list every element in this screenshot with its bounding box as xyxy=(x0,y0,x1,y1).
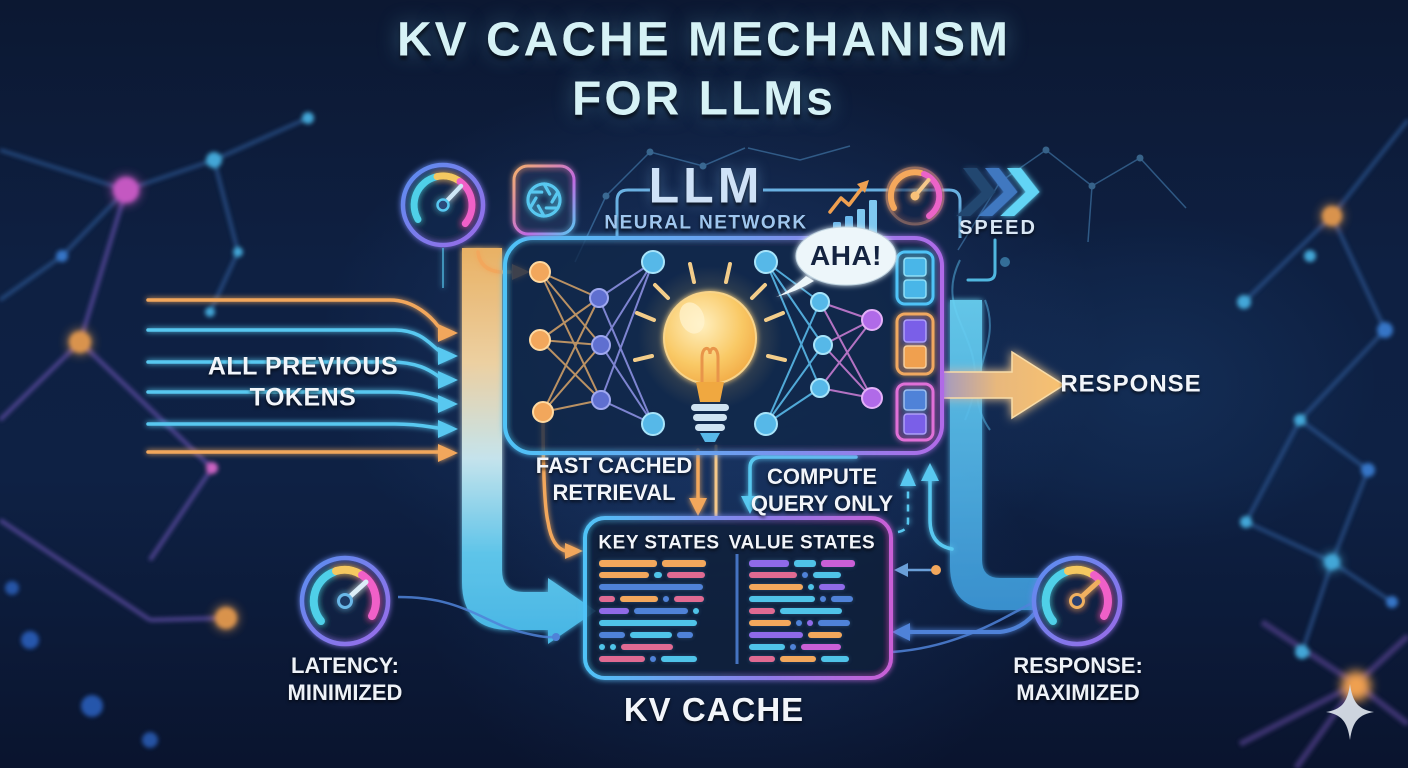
fast-cached-retrieval-label: FAST CACHED RETRIEVAL xyxy=(535,453,693,505)
kv-bar-row xyxy=(599,560,727,567)
kv-bar-row xyxy=(749,595,875,603)
kv-bar-row xyxy=(599,571,727,579)
openai-logo-icon xyxy=(512,164,576,236)
kv-bar-row xyxy=(599,655,727,662)
page-title: KV CACHE MECHANISM FOR LLMs xyxy=(396,13,1011,125)
kv-bar-row xyxy=(749,631,875,639)
llm-title: LLM xyxy=(648,157,764,214)
kv-bar-row xyxy=(599,595,727,603)
response-arrow xyxy=(941,350,1066,420)
kv-bar-row xyxy=(749,619,875,627)
llm-label-connectors xyxy=(615,188,962,238)
lightbulb-icon xyxy=(633,262,787,442)
kv-bar-row xyxy=(749,571,875,579)
response-metric-label: RESPONSE: MAXIMIZED xyxy=(1013,653,1143,705)
kv-bar-row xyxy=(599,607,727,615)
gauge-top-left-icon xyxy=(400,162,486,288)
latency-metric-label: LATENCY: MINIMIZED xyxy=(287,653,403,705)
speed-chevrons-icon xyxy=(956,168,1040,216)
growth-chart-icon xyxy=(828,180,877,234)
cache-read-up-arrows xyxy=(897,463,954,551)
aha-bubble-text: AHA! xyxy=(810,239,882,271)
response-loop-band xyxy=(950,300,1040,610)
aha-speech-bubble xyxy=(776,226,897,297)
key-states-bars xyxy=(599,560,727,662)
token-stream-band xyxy=(462,248,596,644)
kv-bar-row xyxy=(749,643,875,651)
token-return-mini-arrow xyxy=(894,563,941,577)
gauge-left-connector xyxy=(397,595,560,641)
neural-network-right xyxy=(754,250,883,436)
kv-cache-label: KV CACHE xyxy=(623,690,805,728)
value-states-bars xyxy=(749,560,875,662)
kv-bar-row xyxy=(749,607,875,615)
neural-network-left xyxy=(529,250,665,436)
gauge-bottom-right-icon xyxy=(1031,555,1123,647)
llm-subtitle: NEURAL NETWORK xyxy=(604,212,808,234)
kv-bar-row xyxy=(599,643,727,651)
kv-bar-row xyxy=(599,619,727,627)
gauge-top-right-icon xyxy=(885,166,945,226)
kv-bar-row xyxy=(599,583,727,591)
kv-bar-row xyxy=(749,560,875,567)
kv-bar-row xyxy=(749,655,875,662)
kv-bar-row xyxy=(749,583,875,591)
gauge-right-connector xyxy=(891,602,1031,654)
all-previous-tokens-label: ALL PREVIOUS TOKENS xyxy=(207,352,399,412)
compute-query-only-label: COMPUTE QUERY ONLY xyxy=(750,464,894,516)
gauge-bottom-left-icon xyxy=(299,555,391,647)
key-states-header: KEY STATES xyxy=(598,532,720,554)
fast-retrieval-arrow xyxy=(689,444,718,518)
background-network-left xyxy=(0,112,314,748)
kv-bar-row xyxy=(599,631,727,639)
input-arrows xyxy=(146,298,458,462)
kv-memory-cells xyxy=(895,250,935,442)
response-label: RESPONSE xyxy=(1060,370,1202,398)
sparkle-icon xyxy=(1326,671,1374,740)
value-states-header: VALUE STATES xyxy=(728,532,876,554)
speed-label: SPEED xyxy=(959,216,1037,239)
compute-query-arrow xyxy=(741,455,858,514)
speed-connector-line xyxy=(966,238,997,282)
background-network-right xyxy=(1237,119,1408,768)
